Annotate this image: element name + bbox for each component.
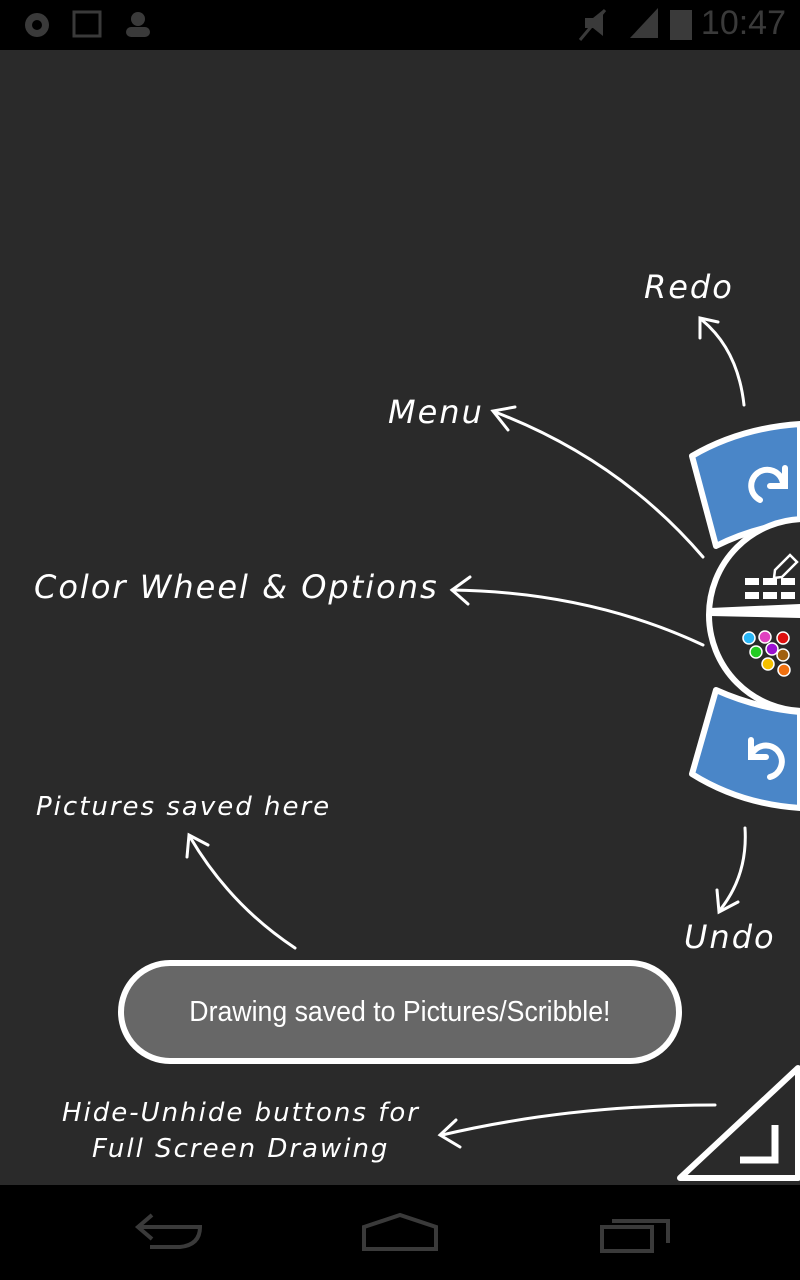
- undo-arrow-head: [715, 888, 740, 915]
- signal-h-icon: [630, 8, 658, 38]
- grid-icon: [745, 578, 795, 599]
- corner-icon: [740, 1125, 779, 1164]
- palette-dot: [749, 645, 763, 659]
- color-wheel-label: Color Wheel & Options: [34, 568, 439, 606]
- menu-button[interactable]: [712, 522, 800, 610]
- hide-unhide-button[interactable]: [677, 1065, 800, 1181]
- recents-icon[interactable]: [600, 1219, 670, 1253]
- hide-arrow-head: [437, 1118, 462, 1149]
- menu-arrow-head: [490, 405, 517, 432]
- palette-dot: [777, 663, 791, 677]
- toast: Drawing saved to Pictures/Scribble!: [118, 960, 682, 1064]
- pencil-icon: [772, 553, 799, 580]
- hide-arrow: [440, 1103, 717, 1137]
- undo-label: Undo: [684, 918, 776, 956]
- palette-dot: [776, 648, 790, 662]
- color-arrow: [450, 588, 705, 647]
- palette-dot: [776, 631, 790, 645]
- palette-dot: [761, 657, 775, 671]
- gear-icon: [25, 13, 49, 37]
- person-icon: [126, 12, 150, 37]
- undo-icon: [748, 737, 785, 780]
- palette-dot: [765, 642, 779, 656]
- pictures-arrow-head: [185, 832, 210, 859]
- pictures-label: Pictures saved here: [36, 792, 332, 822]
- palette-dot: [758, 630, 772, 644]
- clock: 10:47: [700, 4, 786, 42]
- menu-label: Menu: [388, 393, 484, 431]
- redo-arrow: [700, 318, 746, 407]
- nav-bar: [0, 1185, 800, 1280]
- battery-icon: [670, 10, 692, 40]
- palette-dot: [742, 631, 756, 645]
- status-bar: 10:47: [0, 0, 800, 50]
- pictures-arrow: [188, 835, 297, 950]
- hide-label-line2: Full Screen Drawing: [92, 1134, 390, 1164]
- toast-message: Drawing saved to Pictures/Scribble!: [189, 995, 611, 1028]
- color-arrow-head: [449, 575, 472, 606]
- undo-arrow: [718, 826, 747, 912]
- mute-icon: [578, 9, 607, 41]
- color-wheel-button[interactable]: [742, 630, 791, 677]
- redo-icon: [748, 465, 788, 503]
- redo-label: Redo: [644, 268, 734, 306]
- hide-label-line1: Hide-Unhide buttons for: [62, 1098, 420, 1128]
- redo-arrow-head: [698, 316, 720, 340]
- image-icon: [72, 10, 102, 38]
- back-icon[interactable]: [134, 1213, 203, 1249]
- home-icon[interactable]: [362, 1212, 438, 1251]
- divider: [710, 604, 800, 618]
- menu-arrow: [493, 410, 705, 559]
